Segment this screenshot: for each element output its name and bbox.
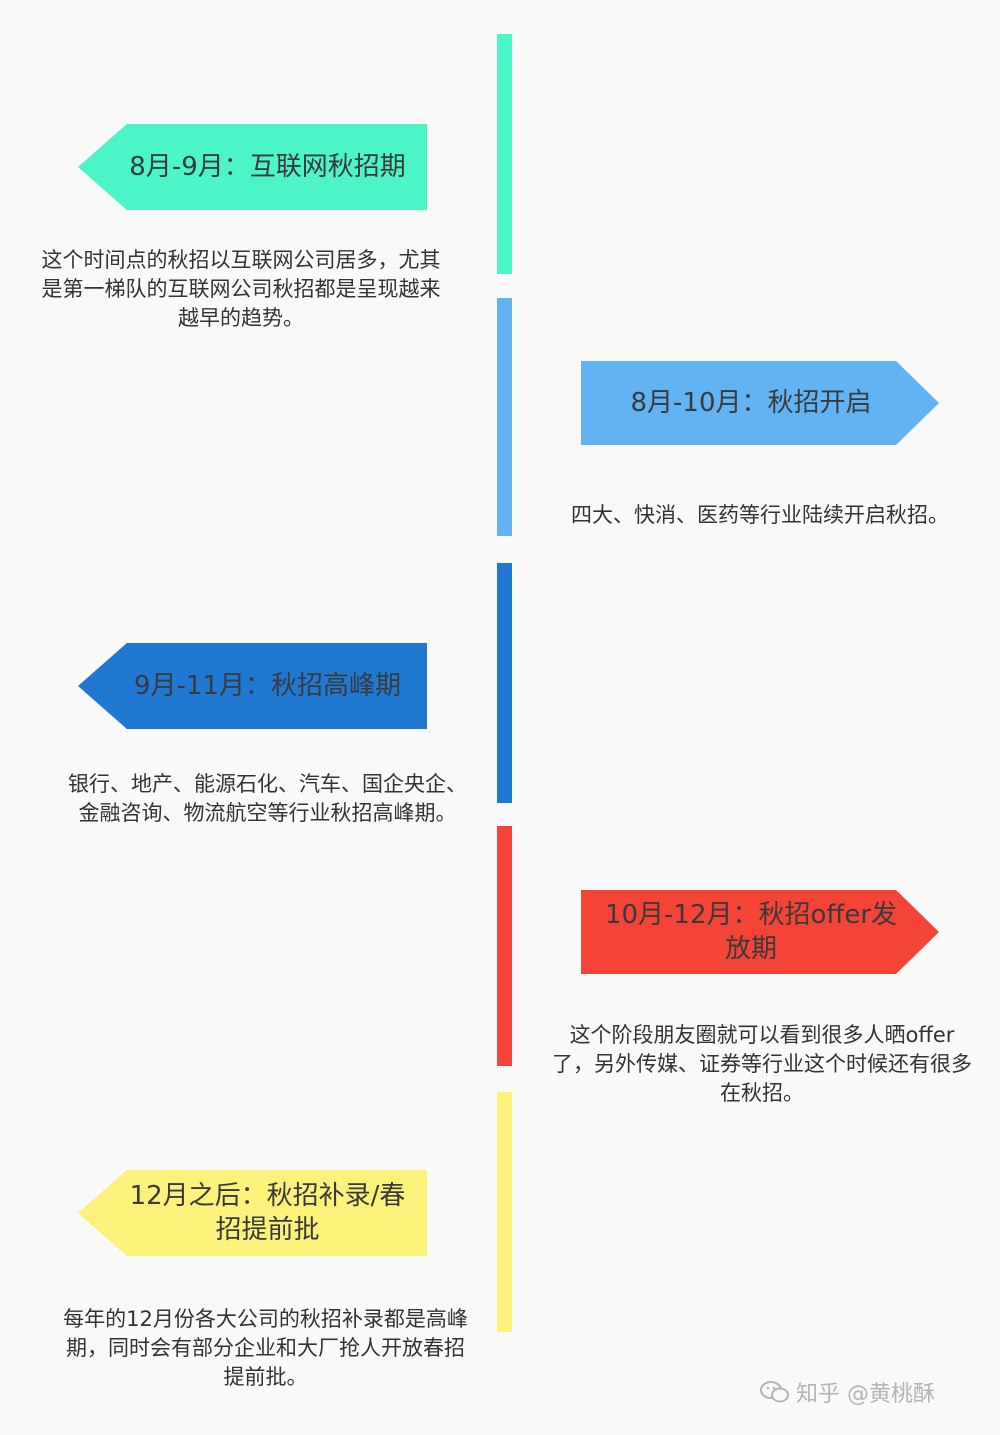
stage-3-title: 9月-11月：秋招高峰期 — [133, 671, 401, 701]
stage-4-arrow: 10月-12月：秋招offer发放期 — [581, 890, 939, 974]
stage-4-title: 10月-12月：秋招offer发放期 — [604, 900, 898, 964]
stage-2-description: 四大、快消、医药等行业陆续开启秋招。 — [571, 503, 949, 527]
stage-4-description: 这个阶段朋友圈就可以看到很多人晒offer了，另外传媒、证券等行业这个时候还有很… — [552, 1023, 972, 1105]
timeline-segment-2 — [497, 298, 512, 536]
watermark: 知乎 @黄桃酥 — [760, 1376, 935, 1408]
timeline-segment-1 — [497, 34, 512, 274]
stage-1-arrow: 8月-9月：互联网秋招期 — [78, 124, 427, 210]
timeline-segment-3 — [497, 563, 512, 803]
wechat-icon — [760, 1381, 789, 1403]
stage-5-title: 12月之后：秋招补录/春招提前批 — [129, 1181, 406, 1245]
stage-5-description: 每年的12月份各大公司的秋招补录都是高峰期，同时会有部分企业和大厂抢人开放春招提… — [63, 1307, 468, 1389]
timeline-segment-5 — [497, 1092, 512, 1332]
stage-2-title: 8月-10月：秋招开启 — [630, 388, 872, 418]
stage-3-description: 银行、地产、能源石化、汽车、国企央企、金融咨询、物流航空等行业秋招高峰期。 — [68, 772, 467, 825]
timeline-segment-4 — [497, 826, 512, 1066]
stage-1-title: 8月-9月：互联网秋招期 — [129, 152, 406, 182]
stage-2-arrow: 8月-10月：秋招开启 — [581, 361, 939, 445]
stage-1-description: 这个时间点的秋招以互联网公司居多，尤其是第一梯队的互联网公司秋招都是呈现越来越早… — [41, 248, 441, 330]
stage-5-arrow: 12月之后：秋招补录/春招提前批 — [78, 1170, 427, 1256]
watermark-text: 知乎 @黄桃酥 — [796, 1382, 935, 1407]
stage-3-arrow: 9月-11月：秋招高峰期 — [78, 643, 427, 729]
